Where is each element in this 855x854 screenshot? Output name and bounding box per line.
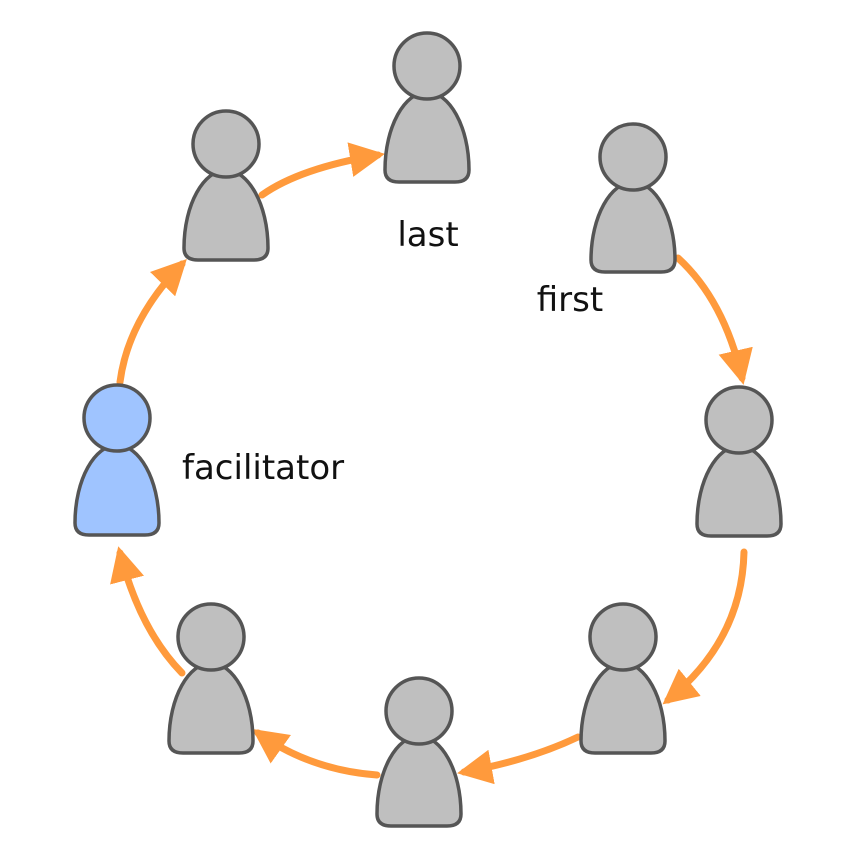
- label-first: first: [537, 280, 603, 320]
- person-icon-head: [588, 602, 658, 672]
- person-icon-body: [695, 444, 783, 538]
- person-icon-body: [579, 661, 667, 755]
- person-icon-body: [182, 168, 270, 262]
- label-last: last: [397, 215, 458, 255]
- people-layer: [73, 31, 783, 828]
- person-participant-4: [167, 602, 255, 755]
- arrow-icon-1: [662, 548, 748, 705]
- arrow-icon-6: [258, 142, 385, 199]
- arrow-icon-0: [674, 254, 753, 385]
- arrow-icon-3: [252, 728, 381, 779]
- person-icon-head: [598, 122, 668, 192]
- arrow-icon-4: [110, 546, 186, 677]
- person-icon-head: [191, 109, 261, 179]
- person-icon-head: [704, 385, 774, 455]
- label-facilitator: facilitator: [182, 448, 344, 488]
- person-icon-head: [176, 602, 246, 672]
- person-facilitator-5: [73, 383, 161, 537]
- person-icon-body: [73, 443, 161, 537]
- person-last-7: [383, 31, 471, 184]
- person-icon-body: [383, 90, 471, 184]
- person-icon-body: [589, 180, 677, 274]
- person-participant-6: [182, 109, 270, 262]
- arrow-icon-5: [116, 258, 187, 386]
- person-icon-body: [167, 661, 255, 755]
- person-participant-2: [579, 602, 667, 755]
- arrows-layer: [110, 142, 753, 785]
- person-icon-body: [375, 734, 463, 828]
- person-icon-head: [82, 383, 152, 453]
- person-icon-head: [392, 31, 462, 101]
- person-participant-3: [375, 676, 463, 828]
- person-first-0: [589, 122, 677, 274]
- person-icon-head: [384, 676, 454, 746]
- arrow-icon-2: [457, 733, 582, 785]
- person-participant-1: [695, 385, 783, 538]
